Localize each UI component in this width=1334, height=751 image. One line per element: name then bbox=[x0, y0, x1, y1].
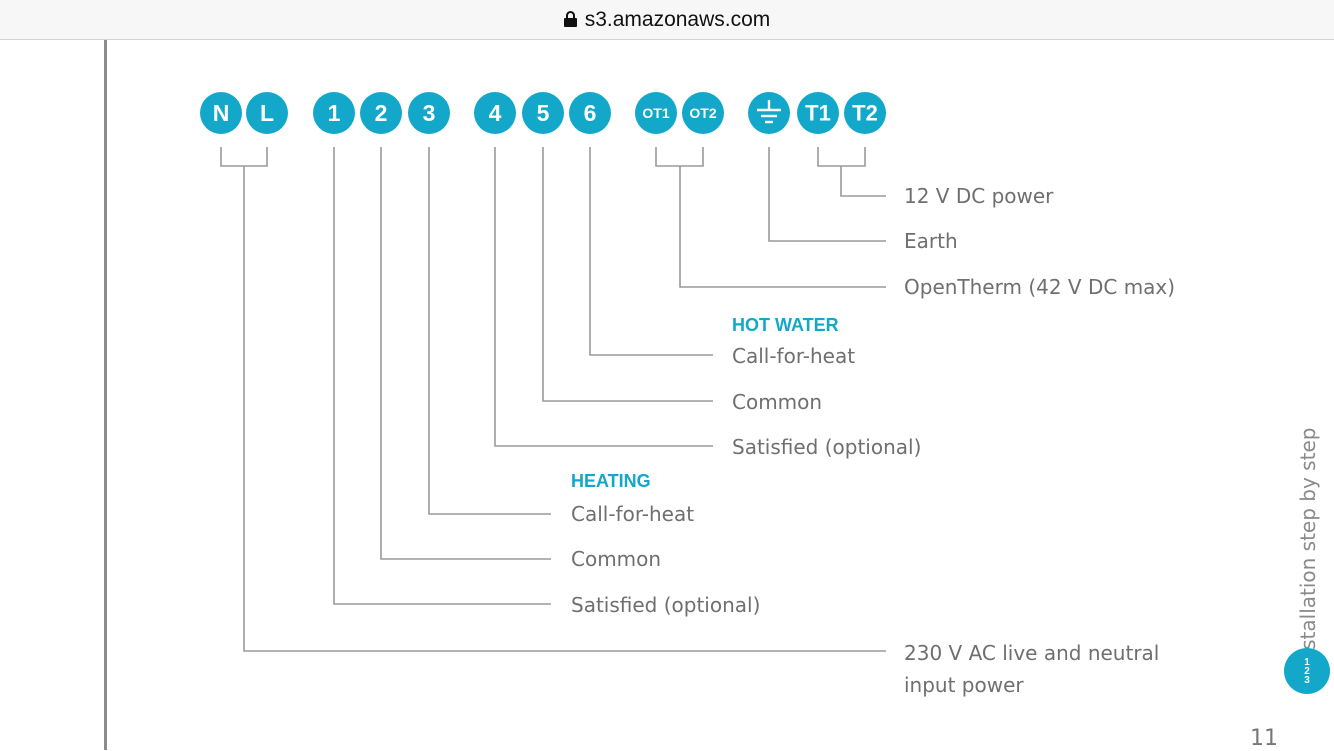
terminal-5: 5 bbox=[522, 92, 564, 134]
wire-terminal-1 bbox=[333, 147, 551, 605]
terminal-OT2: OT2 bbox=[682, 92, 724, 134]
label-h-satisfied: Satisfied (optional) bbox=[571, 593, 760, 617]
heading-hot-water: HOT WATER bbox=[732, 315, 839, 335]
heading-heating: HEATING bbox=[571, 471, 651, 491]
wire-terminal-6 bbox=[589, 147, 713, 356]
earth-ground-icon bbox=[757, 100, 781, 124]
browser-url-bar[interactable]: s3.amazonaws.com bbox=[0, 0, 1334, 40]
wiring-diagram: N L 1 2 3 4 5 6 bbox=[200, 92, 1175, 697]
label-h-common: Common bbox=[571, 547, 661, 571]
section-label: Installation step by step bbox=[1296, 427, 1320, 669]
terminal-label: OT1 bbox=[642, 105, 669, 121]
wire-mains bbox=[243, 166, 886, 652]
lock-icon bbox=[563, 11, 577, 27]
terminal-label: L bbox=[260, 100, 274, 126]
terminal-6: 6 bbox=[569, 92, 611, 134]
terminal-T2: T2 bbox=[844, 92, 886, 134]
terminal-3: 3 bbox=[408, 92, 450, 134]
step-badge: 1 2 3 bbox=[1284, 648, 1330, 694]
wire-terminal-2 bbox=[380, 147, 551, 560]
terminal-label: 5 bbox=[537, 100, 550, 126]
terminal-L: L bbox=[246, 92, 288, 134]
label-opentherm: OpenTherm (42 V DC max) bbox=[904, 275, 1175, 299]
label-mains-line1: 230 V AC live and neutral bbox=[904, 641, 1159, 665]
label-h-call-for-heat: Call-for-heat bbox=[571, 502, 694, 526]
wire-opentherm bbox=[679, 166, 886, 288]
wire-bracket-OT bbox=[655, 147, 704, 167]
step-badge-number: 2 bbox=[1304, 666, 1310, 677]
page-margin-rule bbox=[104, 40, 107, 750]
terminal-2: 2 bbox=[360, 92, 402, 134]
terminal-label: 6 bbox=[584, 100, 597, 126]
terminal-label: 3 bbox=[423, 100, 436, 126]
label-hw-call-for-heat: Call-for-heat bbox=[732, 344, 855, 368]
wire-12v bbox=[840, 166, 886, 197]
terminal-label: T1 bbox=[805, 101, 831, 126]
terminal-label: 4 bbox=[489, 100, 502, 126]
wire-terminal-5 bbox=[542, 147, 713, 402]
terminal-label: OT2 bbox=[689, 105, 716, 121]
wire-terminal-3 bbox=[428, 147, 551, 515]
terminal-label: T2 bbox=[852, 101, 878, 126]
wire-terminal-4 bbox=[494, 147, 713, 447]
step-badge-number: 3 bbox=[1304, 675, 1310, 686]
terminal-earth bbox=[748, 92, 790, 134]
terminal-T1: T1 bbox=[797, 92, 839, 134]
label-mains-line2: input power bbox=[904, 673, 1024, 697]
wire-bracket-T bbox=[817, 147, 866, 167]
label-hw-satisfied: Satisfied (optional) bbox=[732, 435, 921, 459]
document-page: N L 1 2 3 4 5 6 bbox=[0, 40, 1334, 751]
terminal-label: N bbox=[213, 100, 230, 126]
terminal-1: 1 bbox=[313, 92, 355, 134]
wire-earth bbox=[768, 147, 886, 242]
page-number: 11 bbox=[1250, 726, 1278, 751]
label-hw-common: Common bbox=[732, 390, 822, 414]
terminal-OT1: OT1 bbox=[635, 92, 677, 134]
terminal-label: 2 bbox=[375, 100, 388, 126]
url-display[interactable]: s3.amazonaws.com bbox=[0, 8, 1334, 32]
url-text: s3.amazonaws.com bbox=[584, 8, 771, 31]
terminal-4: 4 bbox=[474, 92, 516, 134]
terminal-label: 1 bbox=[328, 100, 341, 126]
label-earth: Earth bbox=[904, 229, 958, 253]
wire-bracket-N-L bbox=[220, 147, 268, 167]
label-12v-power: 12 V DC power bbox=[904, 184, 1054, 208]
terminal-N: N bbox=[200, 92, 242, 134]
step-badge-number: 1 bbox=[1304, 657, 1310, 668]
